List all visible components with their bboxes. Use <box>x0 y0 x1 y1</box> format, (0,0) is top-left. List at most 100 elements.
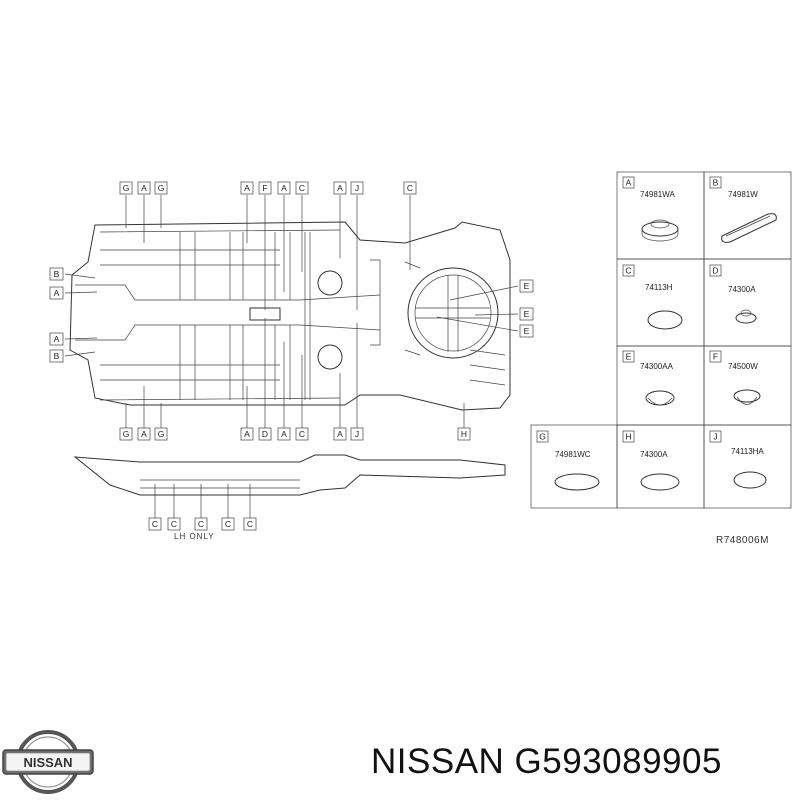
callout-box: A <box>137 181 151 195</box>
svg-text:A: A <box>626 178 632 188</box>
reference-code: R748006M <box>716 535 769 546</box>
callout-box: A <box>277 181 291 195</box>
svg-text:B: B <box>713 178 719 188</box>
callout-box: H <box>457 427 471 441</box>
svg-text:A: A <box>244 429 250 439</box>
side-rail-drawing <box>73 454 506 496</box>
svg-text:74300AA: 74300AA <box>640 362 674 371</box>
svg-text:D: D <box>262 429 268 439</box>
svg-text:G: G <box>539 432 546 442</box>
flat-plug-icon <box>640 473 680 491</box>
callout-box: C <box>295 427 309 441</box>
flat-plug-icon <box>554 473 600 491</box>
callouts-side-rail: C C C C C <box>148 517 257 531</box>
svg-text:G: G <box>158 183 165 193</box>
grommet-icon <box>641 221 679 237</box>
svg-text:C: C <box>299 429 305 439</box>
svg-text:74981W: 74981W <box>728 190 758 199</box>
flat-plug-icon <box>647 310 683 330</box>
legend-cell-d: D 74300A <box>709 264 757 324</box>
callout-box: B <box>49 267 64 281</box>
callout-box: C <box>243 517 257 531</box>
svg-text:74500W: 74500W <box>728 362 758 371</box>
svg-text:74113HA: 74113HA <box>731 447 764 456</box>
legend-cell-j: J 74113HA <box>709 430 767 489</box>
oval-plug-icon <box>721 213 777 243</box>
svg-text:H: H <box>625 432 631 442</box>
legend-cell-f: F 74500W <box>709 350 761 405</box>
callout-box: A <box>240 427 254 441</box>
callout-box: G <box>154 181 168 195</box>
svg-text:F: F <box>713 352 718 362</box>
callout-box: E <box>519 279 534 293</box>
callout-box: C <box>295 181 309 195</box>
callout-box: J <box>350 427 364 441</box>
parts-legend: A 74981WA B 74981W C 74113H D 74300A <box>530 171 792 509</box>
svg-text:E: E <box>524 281 530 291</box>
svg-text:E: E <box>524 309 530 319</box>
svg-text:C: C <box>247 519 253 529</box>
dome-plug-icon <box>645 390 675 406</box>
callout-box: C <box>194 517 208 531</box>
svg-text:J: J <box>355 429 359 439</box>
svg-text:A: A <box>244 183 250 193</box>
svg-text:F: F <box>262 183 267 193</box>
svg-text:74981WC: 74981WC <box>555 450 591 459</box>
svg-text:E: E <box>524 326 530 336</box>
svg-text:C: C <box>198 519 204 529</box>
callout-box: A <box>277 427 291 441</box>
svg-text:C: C <box>225 519 231 529</box>
svg-text:A: A <box>337 183 343 193</box>
callout-box: C <box>403 181 417 195</box>
callout-box: C <box>167 517 181 531</box>
svg-text:D: D <box>712 266 718 276</box>
legend-cell-g: G 74981WC <box>536 430 600 491</box>
callout-box: C <box>148 517 162 531</box>
svg-text:A: A <box>281 429 287 439</box>
svg-text:J: J <box>355 183 359 193</box>
svg-text:C: C <box>407 183 413 193</box>
callout-box: G <box>119 427 133 441</box>
legend-cell-c: C 74113H <box>622 264 683 330</box>
svg-text:E: E <box>626 352 632 362</box>
callout-box: D <box>258 427 272 441</box>
callout-box: E <box>519 307 534 321</box>
legend-cell-e: E 74300AA <box>622 350 675 406</box>
callout-box: A <box>333 427 347 441</box>
callout-box: G <box>119 181 133 195</box>
svg-text:74300A: 74300A <box>728 285 756 294</box>
callouts-bottom: G A G A D A C A J H <box>119 427 471 441</box>
svg-text:B: B <box>54 269 60 279</box>
callout-box: A <box>137 427 151 441</box>
callout-box: B <box>49 349 64 363</box>
svg-text:A: A <box>54 288 60 298</box>
svg-text:A: A <box>141 429 147 439</box>
callout-box: A <box>333 181 347 195</box>
svg-text:74300A: 74300A <box>640 450 668 459</box>
svg-text:A: A <box>141 183 147 193</box>
callout-box: E <box>519 324 534 338</box>
svg-text:74981WA: 74981WA <box>640 190 676 199</box>
floor-panel-drawing <box>69 221 511 411</box>
clip-plug-icon <box>735 312 757 324</box>
dome-plug-icon <box>733 389 761 403</box>
callout-box: G <box>154 427 168 441</box>
svg-text:B: B <box>54 351 60 361</box>
svg-text:C: C <box>299 183 305 193</box>
callout-box: A <box>49 286 64 300</box>
nissan-logo: NISSAN <box>2 730 94 794</box>
svg-text:C: C <box>152 519 158 529</box>
svg-text:J: J <box>713 432 717 442</box>
callout-box: A <box>49 332 64 346</box>
callout-box: C <box>221 517 235 531</box>
svg-text:C: C <box>171 519 177 529</box>
svg-text:A: A <box>337 429 343 439</box>
callout-box: J <box>350 181 364 195</box>
callouts-left: B A A B <box>49 267 64 363</box>
svg-text:C: C <box>625 266 631 276</box>
svg-text:A: A <box>54 334 60 344</box>
callouts-top: G A G A F A C A J C <box>119 181 417 195</box>
callout-leaders <box>64 195 519 518</box>
svg-text:NISSAN: NISSAN <box>23 755 72 770</box>
